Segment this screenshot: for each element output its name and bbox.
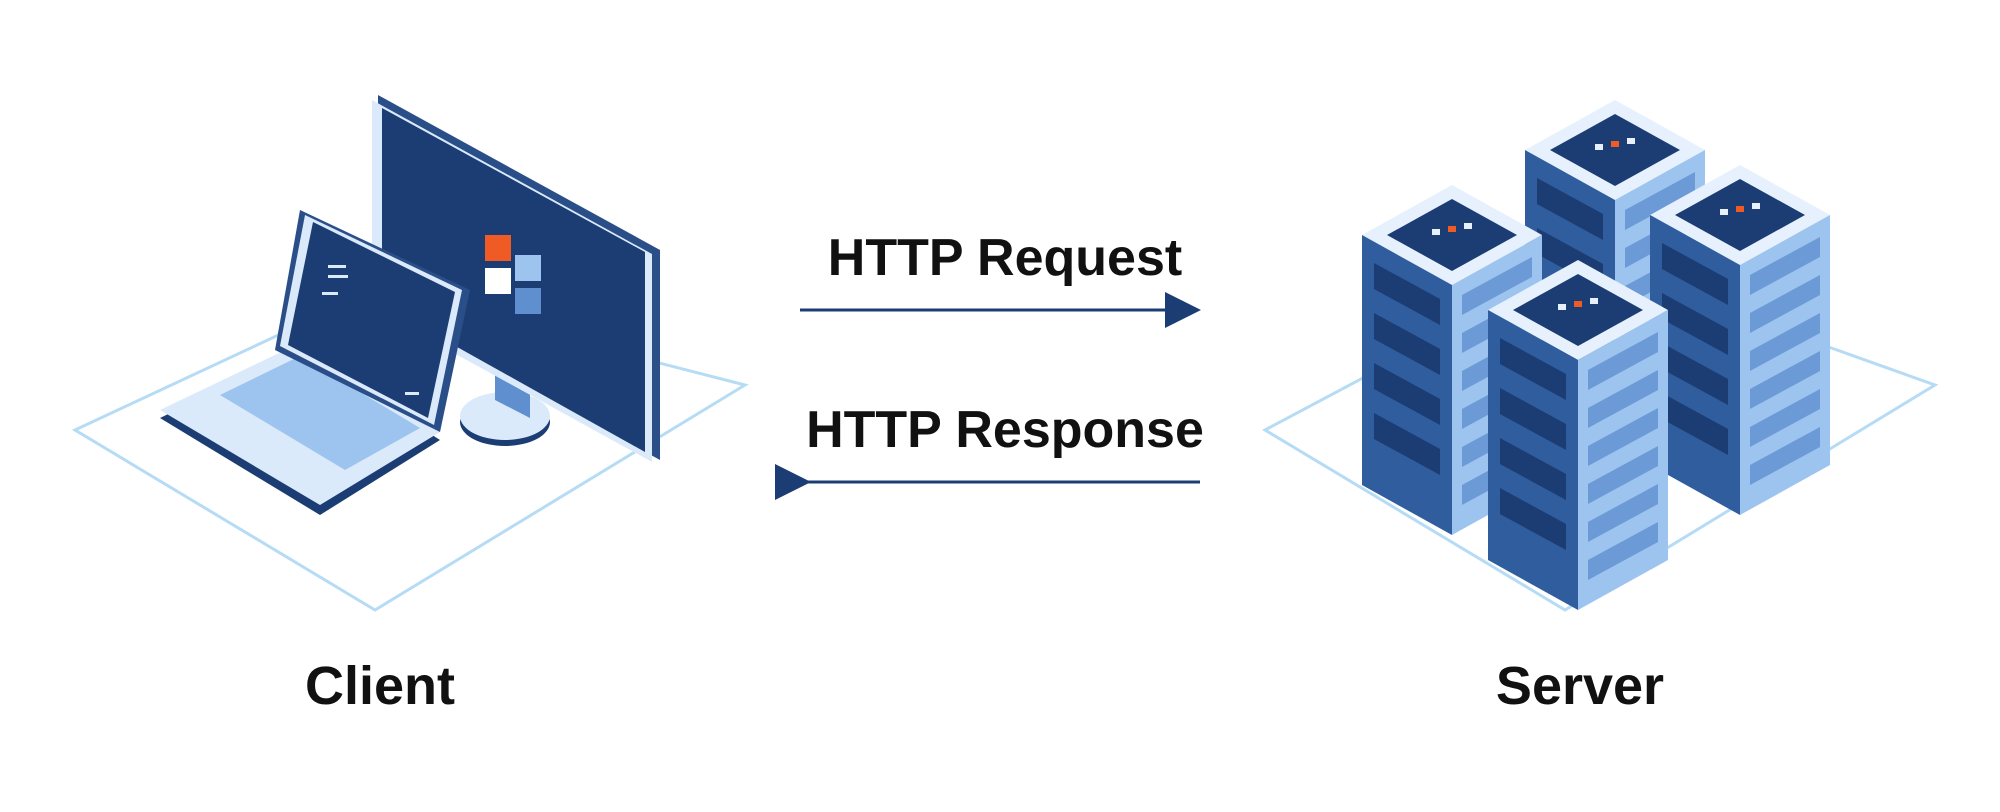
- http-response-label: HTTP Response: [806, 401, 1204, 459]
- server-label: Server: [1495, 656, 1665, 716]
- http-request-label: HTTP Request: [827, 229, 1183, 287]
- client-label: Client: [304, 656, 455, 716]
- client-floor: [71, 288, 749, 612]
- server-rack-icon: [1362, 100, 1830, 610]
- desktop-monitor-icon: [372, 95, 660, 462]
- laptop-icon: [160, 210, 470, 515]
